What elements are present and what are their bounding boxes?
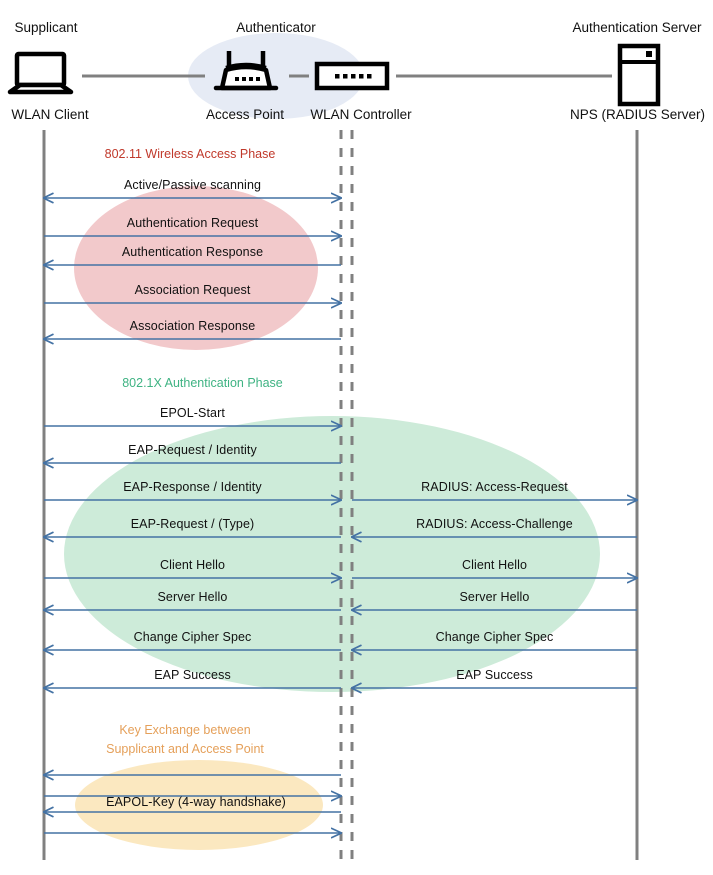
message-label: Change Cipher Spec xyxy=(133,630,252,644)
message-label: Association Response xyxy=(129,319,256,333)
message-label: EPOL-Start xyxy=(160,406,225,420)
actor-device-access-point: Access Point xyxy=(205,107,285,122)
message-label: EAP Success xyxy=(456,668,533,682)
phase-label-key-exchange-line2: Supplicant and Access Point xyxy=(106,742,264,756)
phase-ellipse-80211 xyxy=(74,186,318,350)
message-label: EAP-Request / (Type) xyxy=(130,517,255,531)
label-eapol-key-4way-handshake: EAPOL-Key (4-way handshake) xyxy=(106,795,286,809)
message-label: Association Request xyxy=(134,283,251,297)
message-label: Server Hello xyxy=(459,590,530,604)
message-label: Active/Passive scanning xyxy=(123,178,262,192)
phase-ellipse-8021x xyxy=(64,416,600,692)
server-icon xyxy=(617,43,661,107)
phase-label-80211: 802.11 Wireless Access Phase xyxy=(104,147,276,161)
phase-ellipse-key-exchange xyxy=(75,760,323,850)
message-label: EAP Success xyxy=(154,668,231,682)
actor-role-auth-server: Authentication Server xyxy=(572,20,702,35)
message-label: Authentication Request xyxy=(126,216,259,230)
wlan-controller-icon xyxy=(314,61,390,91)
actor-role-supplicant: Supplicant xyxy=(14,20,78,35)
actor-device-wlan-client: WLAN Client xyxy=(11,107,89,122)
message-label: Server Hello xyxy=(157,590,228,604)
message-label: Authentication Response xyxy=(121,245,264,259)
actor-device-nps-radius-server: NPS (RADIUS Server) xyxy=(569,107,706,122)
message-arrows xyxy=(44,198,637,833)
message-label: RADIUS: Access-Request xyxy=(421,480,568,494)
message-label: EAP-Request / Identity xyxy=(128,443,257,457)
message-label: Client Hello xyxy=(159,558,226,572)
actor-device-wlan-controller: WLAN Controller xyxy=(310,107,412,122)
message-label: Client Hello xyxy=(461,558,528,572)
authenticator-group-ellipse xyxy=(188,33,364,119)
actor-role-authenticator: Authenticator xyxy=(236,20,316,35)
message-label: RADIUS: Access-Challenge xyxy=(416,517,573,531)
phase-label-key-exchange: Key Exchange between Supplicant and Acce… xyxy=(70,721,300,759)
message-label: EAP-Response / Identity xyxy=(123,480,262,494)
phase-label-key-exchange-line1: Key Exchange between xyxy=(119,723,251,737)
message-label: Change Cipher Spec xyxy=(435,630,554,644)
access-point-icon xyxy=(213,51,279,91)
laptop-icon xyxy=(7,51,74,95)
phase-label-8021x: 802.1X Authentication Phase xyxy=(122,376,283,390)
